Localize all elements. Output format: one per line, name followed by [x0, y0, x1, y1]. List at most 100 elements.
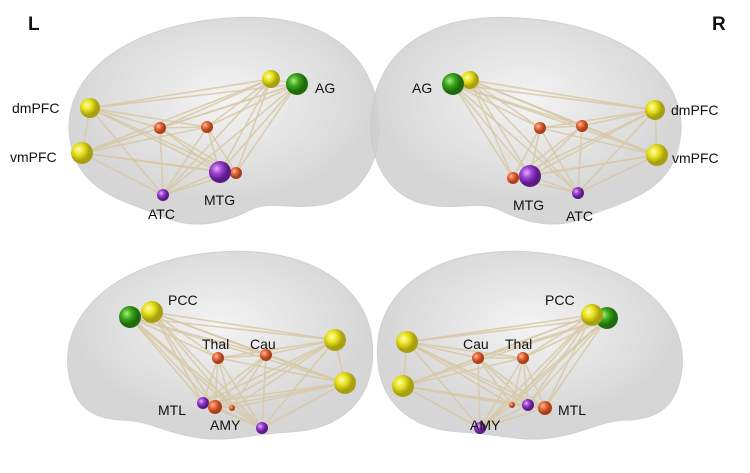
- network-edge: [81, 78, 272, 154]
- network-edge: [151, 311, 336, 341]
- network-edge: [219, 83, 298, 173]
- network-edge: [544, 314, 593, 409]
- network-edge: [81, 152, 221, 173]
- network-edge: [231, 382, 346, 409]
- brain-outline-left-lateral: [68, 16, 380, 225]
- network-edge: [231, 407, 263, 429]
- network-edge: [479, 314, 593, 429]
- network-edge: [477, 357, 481, 429]
- label-vmPFC-left: vmPFC: [10, 149, 57, 165]
- network-edge: [202, 382, 346, 404]
- network-edge: [522, 314, 593, 359]
- label-ATC-right: ATC: [566, 208, 593, 224]
- network-edge: [469, 79, 531, 177]
- network-edge: [235, 83, 298, 174]
- brain-node-PCC-left-medial: [141, 301, 163, 323]
- network-edge: [452, 83, 656, 111]
- network-edge: [406, 341, 513, 406]
- network-edge: [581, 125, 658, 156]
- label-ATC-left: ATC: [148, 206, 175, 222]
- network-edge: [89, 107, 208, 128]
- network-edge: [159, 83, 298, 129]
- label-AG-right: AG: [412, 80, 432, 96]
- label-Thal-right: Thal: [505, 336, 532, 352]
- network-edge: [529, 125, 583, 177]
- brain-node-vmPFC-left-lateral: [71, 142, 93, 164]
- network-edge: [479, 404, 529, 429]
- network-edge: [527, 314, 593, 406]
- network-edge: [479, 317, 608, 429]
- label-dmPFC-left: dmPFC: [12, 100, 59, 116]
- network-edge: [261, 339, 336, 429]
- network-edge: [159, 127, 221, 173]
- brain-node-vmPFC-right-lateral: [646, 144, 668, 166]
- brain-node-Thal-right-medial: [517, 352, 529, 364]
- brain-node-AG-right-lateral: [442, 73, 464, 95]
- brain-node-node-left-lateral: [154, 122, 166, 134]
- network-edge: [512, 109, 656, 179]
- network-edge: [452, 83, 583, 127]
- brain-node-node-right-medial: [392, 375, 414, 397]
- network-edge: [214, 354, 267, 408]
- network-edge: [527, 317, 608, 406]
- brain-node-MTL-left-medial: [208, 400, 222, 414]
- hemisphere-label-right: R: [712, 14, 726, 35]
- network-edge: [402, 385, 513, 406]
- brain-node-AG-neighbor-left-lateral: [262, 70, 280, 88]
- network-edge: [406, 341, 479, 359]
- brain-node-node-right-medial: [522, 399, 534, 411]
- network-edge: [89, 107, 161, 129]
- network-edge: [89, 107, 221, 173]
- brain-node-dmPFC-left-lateral: [80, 98, 100, 118]
- brain-node-node-right-lateral: [507, 172, 519, 184]
- brain-node-dmPFC-right-lateral: [645, 100, 665, 120]
- network-edge: [159, 78, 272, 129]
- network-edge: [581, 109, 656, 127]
- label-PCC-right: PCC: [545, 292, 575, 308]
- network-edge: [402, 357, 479, 387]
- network-edge: [452, 83, 541, 129]
- network-edge: [512, 127, 541, 179]
- network-edge: [129, 316, 263, 429]
- network-edge: [159, 126, 208, 129]
- brain-node-Cau-left-medial: [260, 349, 272, 361]
- network-edge: [402, 317, 608, 387]
- network-edge: [89, 107, 164, 196]
- network-edge: [265, 339, 336, 356]
- brain-node-AG-neighbor-right-lateral: [461, 71, 479, 89]
- brain-node-node-left-medial: [324, 329, 346, 351]
- label-dmPFC-right: dmPFC: [671, 102, 718, 118]
- network-edge: [539, 125, 583, 129]
- network-edge: [151, 311, 219, 359]
- brain-node-Thal-left-medial: [212, 352, 224, 364]
- network-edge: [406, 341, 481, 429]
- brain-node-Cau-right-medial: [472, 352, 484, 364]
- network-edge: [89, 78, 272, 109]
- network-edge: [129, 316, 204, 404]
- network-edge: [89, 107, 237, 174]
- network-edge: [217, 339, 336, 359]
- network-edge: [477, 357, 529, 406]
- brain-node-node-right-lateral: [534, 122, 546, 134]
- network-edge: [402, 385, 481, 429]
- label-Cau-right: Cau: [463, 336, 489, 352]
- network-edge: [469, 79, 583, 127]
- network-edge: [261, 382, 346, 429]
- brain-node-node-left-lateral: [201, 121, 213, 133]
- label-vmPFC-right: vmPFC: [672, 150, 719, 166]
- network-edge: [81, 126, 208, 154]
- network-edge: [577, 125, 583, 194]
- brain-node-node-left-medial: [334, 372, 356, 394]
- label-MTL-left: MTL: [158, 402, 186, 418]
- network-edge: [522, 357, 546, 409]
- network-edge: [539, 127, 579, 194]
- network-edge: [81, 127, 161, 154]
- brain-node-node-left-medial: [197, 397, 209, 409]
- brain-outline-right-medial: [376, 250, 683, 440]
- network-edge: [202, 357, 219, 404]
- brain-node-node-right-medial: [474, 422, 486, 434]
- network-edge: [479, 407, 546, 429]
- network-nodes: [71, 70, 668, 434]
- brain-node-PCC-neighbor-left-medial: [119, 306, 141, 328]
